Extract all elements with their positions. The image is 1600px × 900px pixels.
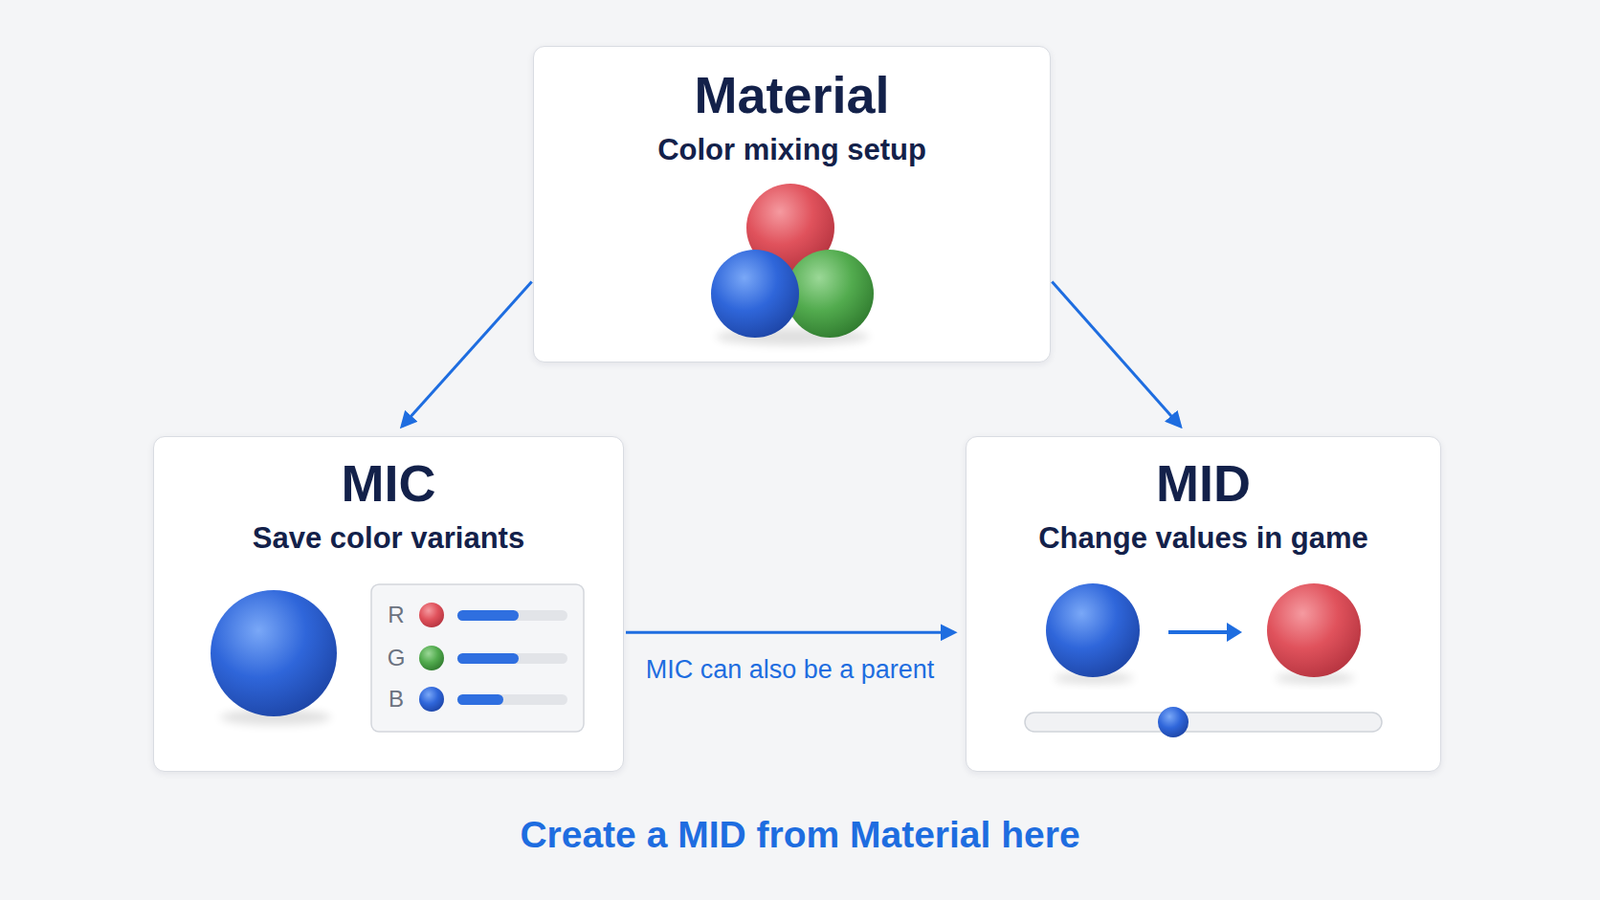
connector-arrow xyxy=(1051,281,1180,426)
sphere-shadow xyxy=(220,710,332,726)
slider-fill xyxy=(457,653,519,665)
blue-sphere xyxy=(210,590,337,717)
connector-layer xyxy=(401,281,1180,633)
connector-arrow xyxy=(625,631,955,635)
green-dot xyxy=(419,645,445,671)
red-dot xyxy=(419,602,445,628)
slider-fill xyxy=(457,610,519,622)
blue-sphere xyxy=(1045,583,1140,678)
change-arrow xyxy=(1168,630,1229,635)
node-subtitle: Save color variants xyxy=(154,519,623,558)
mid-illustration xyxy=(1024,583,1382,738)
mic-illustration xyxy=(210,584,584,733)
node-box: MIC Save color variants xyxy=(153,436,624,773)
slider-track xyxy=(457,653,568,665)
slider-fill xyxy=(457,694,504,706)
connector-arrow xyxy=(401,281,532,426)
rgb-spheres xyxy=(711,183,874,346)
caption: Create a MID from Material here xyxy=(519,814,1080,857)
node-subtitle: Color mixing setup xyxy=(533,131,1050,170)
blue-dot xyxy=(419,687,445,712)
blue-sphere xyxy=(711,249,800,338)
node-box: MaterialColor mixing setup xyxy=(533,45,1051,363)
change-arrow-head xyxy=(1226,622,1243,643)
node-title: Material xyxy=(533,64,1050,126)
sphere-shadow xyxy=(1053,672,1134,685)
sphere-shadow xyxy=(715,328,869,346)
slider-panel xyxy=(371,584,584,733)
sphere-shadow xyxy=(1274,672,1356,685)
green-sphere xyxy=(785,249,874,338)
red-sphere xyxy=(1266,583,1361,678)
node-title: MIC xyxy=(154,452,623,514)
red-sphere xyxy=(746,183,835,272)
slider-track xyxy=(457,694,568,706)
node-subtitle: Change values in game xyxy=(966,519,1441,558)
slider-track xyxy=(1024,712,1382,733)
edge-label: MIC can also be a parent xyxy=(645,655,935,686)
slider-track xyxy=(457,610,568,622)
slider-knob xyxy=(1157,707,1189,738)
node-box: MID Change values in game xyxy=(965,436,1442,773)
node-title: MID xyxy=(966,452,1441,514)
